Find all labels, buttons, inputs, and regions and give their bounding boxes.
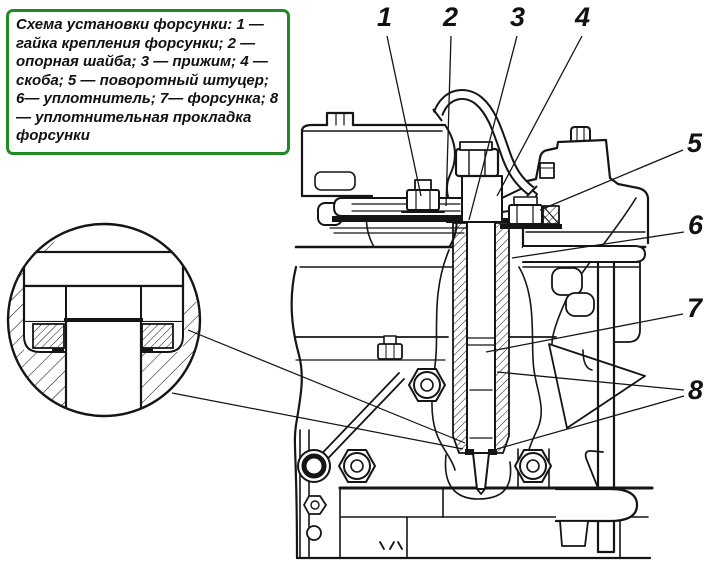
callout-5: 5 bbox=[687, 128, 703, 158]
callout-8: 8 bbox=[688, 375, 704, 405]
callout-4: 4 bbox=[575, 2, 591, 32]
callout-3: 3 bbox=[510, 2, 526, 32]
detail-inset bbox=[6, 222, 202, 418]
callout-2: 2 bbox=[443, 2, 459, 32]
callout-leader-lines bbox=[386, 35, 685, 450]
callout-6: 6 bbox=[688, 210, 704, 240]
caption-text: Схема установки форсунки: 1 — гайка креп… bbox=[16, 16, 279, 144]
callout-1: 1 bbox=[377, 2, 393, 32]
mounting-bolts bbox=[297, 335, 552, 541]
caption-box: Схема установки форсунки: 1 — гайка креп… bbox=[6, 9, 290, 155]
injector-assembly bbox=[317, 141, 562, 500]
inset-circle bbox=[6, 222, 202, 418]
inset-pointer-lines bbox=[171, 329, 466, 450]
engine-block bbox=[290, 111, 654, 560]
callout-7: 7 bbox=[687, 293, 703, 323]
